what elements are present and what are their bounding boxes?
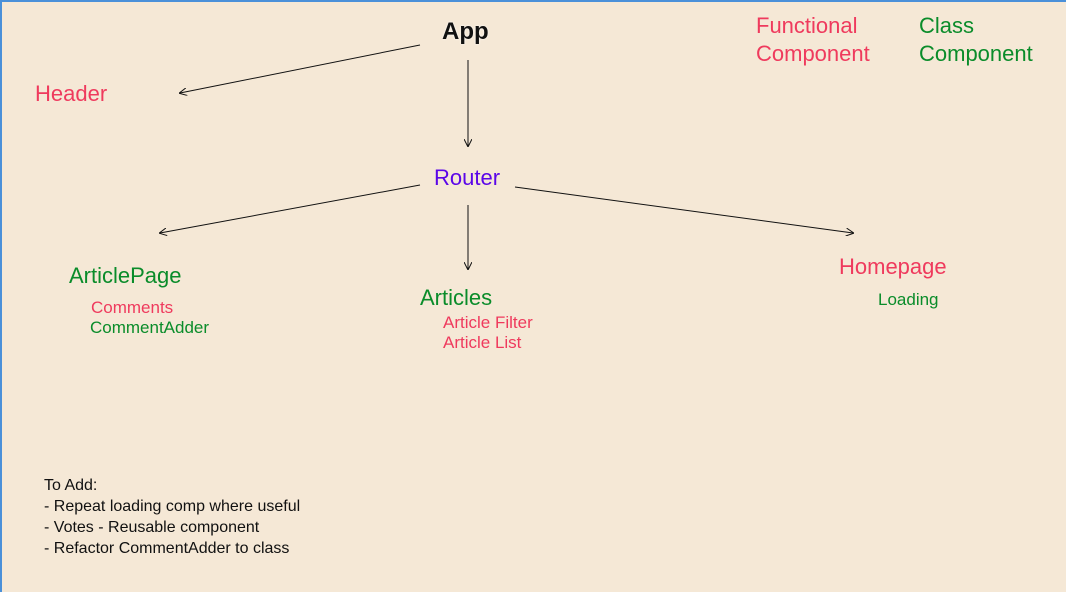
notes-item: - Repeat loading comp where useful <box>44 498 301 515</box>
child-article-filter: Article Filter <box>443 313 533 332</box>
notes-item: - Votes - Reusable component <box>44 519 260 536</box>
edge-router-articlepage <box>160 184 421 233</box>
edge-router-homepage <box>514 186 853 233</box>
node-homepage: Homepage <box>839 254 947 279</box>
legend-class-line1: Class <box>919 13 975 38</box>
child-comments: Comments <box>91 298 174 317</box>
notes-item: - Refactor CommentAdder to class <box>44 540 290 557</box>
node-app: App <box>442 18 489 45</box>
notes-heading: To Add: <box>44 477 98 494</box>
node-articles: Articles <box>420 285 493 310</box>
node-header: Header <box>35 81 108 106</box>
legend-functional-line2: Component <box>756 41 870 66</box>
child-loading: Loading <box>878 290 939 309</box>
notes-block: To Add: - Repeat loading comp where usef… <box>44 475 300 559</box>
child-comment-adder: CommentAdder <box>90 318 210 337</box>
legend-functional-line1: Functional <box>756 13 858 38</box>
node-article-page: ArticlePage <box>69 263 182 288</box>
edge-app-header <box>180 44 421 93</box>
legend-class-line2: Component <box>919 41 1033 66</box>
child-article-list: Article List <box>443 333 522 352</box>
node-router: Router <box>434 165 501 190</box>
